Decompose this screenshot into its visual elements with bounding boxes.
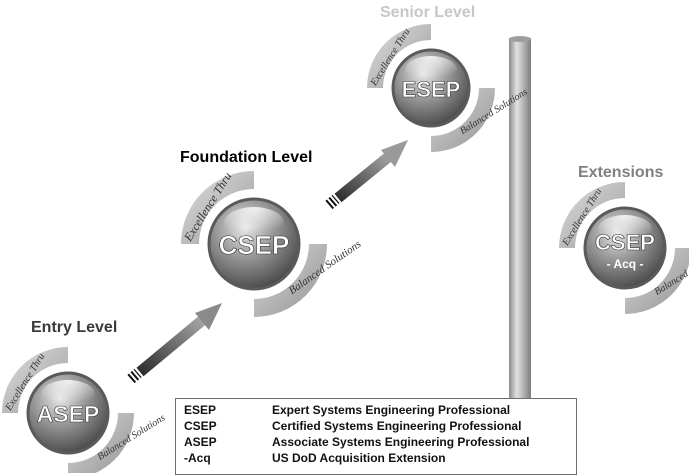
- ribbon-arc-top: [559, 182, 626, 249]
- badge-csep-acq-sub: - Acq -: [607, 257, 644, 271]
- foundation-level-title: Foundation Level: [180, 149, 313, 166]
- ribbon-arc-top: [2, 347, 69, 414]
- legend-desc: Associate Systems Engineering Profession…: [272, 435, 530, 449]
- divider-pillar-cap: [509, 36, 531, 42]
- extensions-title: Extensions: [578, 164, 664, 181]
- badge-csep-label: CSEP: [219, 230, 290, 260]
- divider-pillar: [509, 38, 531, 403]
- legend-desc: Expert Systems Engineering Professional: [272, 403, 511, 417]
- badge-esep: ESEP Excellence Thru Balanced Solutions: [367, 24, 530, 152]
- ribbon-arc-top: [367, 24, 432, 89]
- legend-abbr: -Acq: [184, 451, 211, 465]
- ribbon-arc-bottom: [430, 87, 495, 152]
- badge-esep-label: ESEP: [402, 77, 461, 102]
- legend-desc: US DoD Acquisition Extension: [272, 451, 446, 465]
- senior-level-title: Senior Level: [380, 4, 476, 21]
- badge-csep: CSEP Excellence Thru Balanced Solutions: [181, 170, 363, 317]
- entry-level-title: Entry Level: [31, 319, 118, 336]
- ribbon-arc-bottom: [253, 243, 327, 317]
- badge-csep-acq-label: CSEP: [595, 230, 655, 255]
- badge-csep-acq: CSEP - Acq - Excellence Thru Balanced So…: [559, 182, 689, 314]
- legend-abbr: CSEP: [184, 419, 217, 433]
- arrow-entry-to-foundation: [127, 303, 222, 384]
- legend-box: ESEP Expert Systems Engineering Professi…: [175, 398, 577, 475]
- legend-abbr: ESEP: [184, 403, 217, 417]
- ribbon-arc-bottom: [67, 412, 134, 473]
- ribbon-arc-top: [181, 171, 255, 245]
- badge-asep: ASEP Excellence Thru Balanced Solutions: [2, 347, 167, 473]
- badge-asep-label: ASEP: [37, 401, 100, 427]
- legend-abbr: ASEP: [184, 435, 217, 449]
- ribbon-arc-bottom: [624, 247, 689, 314]
- legend-desc: Certified Systems Engineering Profession…: [272, 419, 522, 433]
- arrow-foundation-to-senior: [325, 140, 408, 210]
